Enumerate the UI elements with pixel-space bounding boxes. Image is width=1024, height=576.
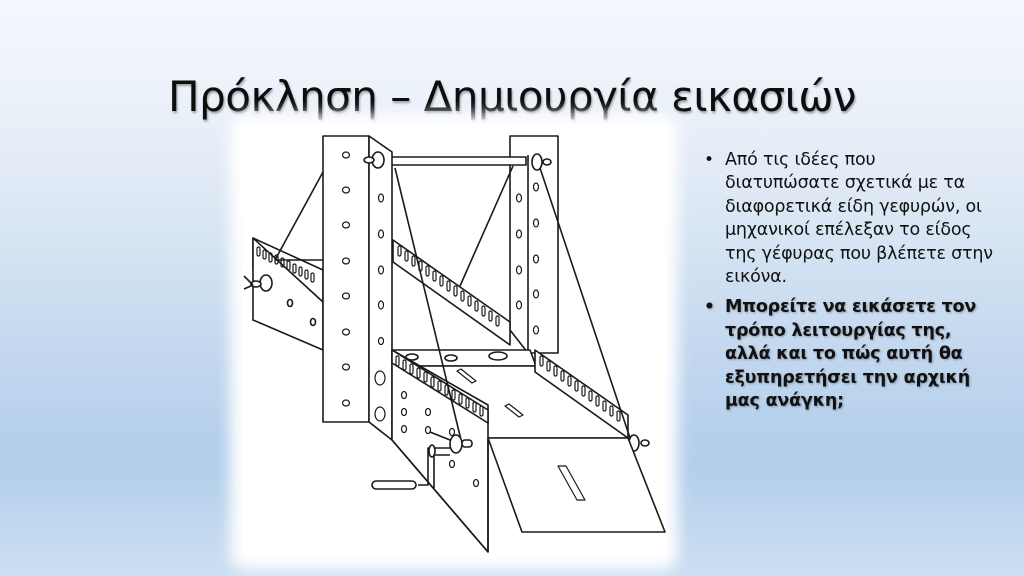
bullet-list: • Από τις ιδέες που διατυπώσατε σχετικά … [703,149,993,413]
bullet-item-question: • Μπορείτε να εικάσετε τον τρόπο λειτουρ… [703,296,993,413]
bullet-text: Μπορείτε να εικάσετε τον τρόπο λειτουργί… [725,297,977,412]
bridge-figure [234,118,674,566]
bullet-marker: • [704,297,715,318]
slide-title: Πρόκληση – Δημιουργία εικασιών [168,72,856,122]
bullet-item-intro: • Από τις ιδέες που διατυπώσατε σχετικά … [703,149,993,289]
bullet-marker: • [704,150,714,170]
bridge-illustration-icon [243,135,666,553]
bullet-text: Από τις ιδέες που διατυπώσατε σχετικά με… [725,150,993,288]
